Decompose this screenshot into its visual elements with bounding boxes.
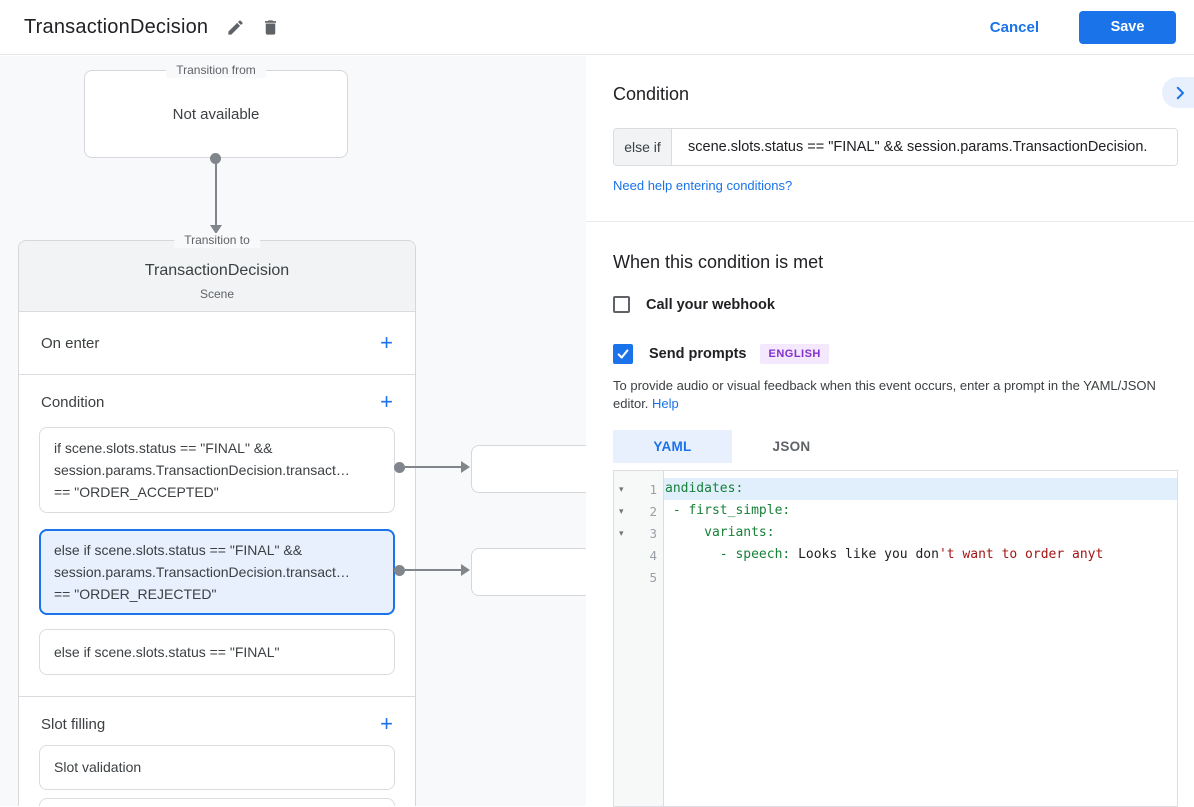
yaml-code-editor[interactable]: ▾ 1 ▾ 2 ▾ 3 4 5 andidates: - first_simple: … [613,470,1178,807]
arrowhead-right-icon [461,461,470,473]
help-link[interactable]: Help [652,395,679,411]
transition-to-legend: Transition to [174,233,260,248]
pencil-icon [226,18,245,37]
condition-section: Condition + if scene.slots.status == "FI… [19,375,415,697]
cancel-button[interactable]: Cancel [984,18,1045,37]
arrowhead-down-icon [210,225,222,234]
feedback-helper-text: To provide audio or visual feedback when… [613,377,1181,412]
yaml-key: variants: [665,525,775,540]
feedback-text: To provide audio or visual feedback when… [613,378,1156,411]
condition-card-final[interactable]: else if scene.slots.status == "FINAL" [39,629,395,675]
webhook-checkbox-row[interactable]: Call your webhook [613,296,775,313]
conditions-help-link[interactable]: Need help entering conditions? [613,178,793,193]
condition-line: else if scene.slots.status == "FINAL" && [54,542,303,558]
condition-card-rejected-selected[interactable]: else if scene.slots.status == "FINAL" &&… [39,529,395,615]
condition-section-label: Condition [41,393,105,411]
collapse-panel-button[interactable] [1162,77,1194,108]
transition-from-box[interactable]: Transition from Not available [84,63,348,158]
condition-line: if scene.slots.status == "FINAL" && [54,440,273,456]
webhook-label: Call your webhook [646,296,775,313]
scene-card: Transition to TransactionDecision Scene … [18,233,416,806]
on-enter-label: On enter [41,334,100,352]
condition-line: else if scene.slots.status == "FINAL" [54,644,280,660]
line-number: 5 [649,569,657,585]
condition-line: session.params.TransactionDecision.trans… [54,564,350,580]
connector-line-card1 [405,466,461,468]
send-prompts-checkbox-row[interactable]: Send prompts ENGLISH [613,344,829,364]
fold-arrow-icon[interactable]: ▾ [619,483,624,494]
yaml-string: 't want to order anyt [938,547,1104,562]
editor-gutter: ▾ 1 ▾ 2 ▾ 3 4 5 [614,471,664,806]
editor-tabs: YAML JSON [613,430,851,463]
on-enter-section: On enter + [19,312,415,375]
page-title: TransactionDecision [24,15,209,38]
line-number: 1 [649,481,657,497]
slot-filling-label: Slot filling [41,715,106,733]
line-number: 2 [649,503,657,519]
condition-line: == "ORDER_ACCEPTED" [54,484,219,500]
slot-card-partial[interactable] [39,798,395,806]
save-button[interactable]: Save [1079,10,1176,44]
flow-canvas: Transition from Not available Transition… [0,56,586,806]
add-on-enter-button[interactable]: + [380,330,393,355]
delete-scene-button[interactable] [257,14,284,41]
transition-from-content: Not available [172,105,260,123]
yaml-key: andidates: [665,481,744,496]
language-badge: ENGLISH [760,344,829,364]
connector-dot-card2[interactable] [394,565,405,576]
edit-scene-button[interactable] [222,14,249,41]
add-slot-button[interactable]: + [380,711,393,736]
tab-yaml[interactable]: YAML [613,430,732,463]
scene-header: TransactionDecision Scene [19,241,415,312]
fold-arrow-icon[interactable]: ▾ [619,527,624,538]
when-condition-met-title: When this condition is met [613,252,824,272]
code-line-2: - first_simple: [664,500,1177,522]
send-prompts-checkbox-checked[interactable] [613,344,633,364]
panel-title: Condition [613,84,690,104]
transition-from-legend: Transition from [166,63,266,78]
chevron-right-icon [1171,84,1189,102]
code-line-5 [664,566,1177,588]
trash-icon [261,18,280,37]
fold-arrow-icon[interactable]: ▾ [619,505,624,516]
yaml-key: - speech: [665,547,799,562]
code-line-4: - speech: Looks like you don't want to o… [664,544,1177,566]
connector-line-card2 [405,569,461,571]
add-condition-button[interactable]: + [380,389,393,414]
checkmark-icon [616,347,630,361]
code-line-3: variants: [664,522,1177,544]
yaml-value: Looks like you don [798,547,939,562]
condition-line: == "ORDER_REJECTED" [54,586,217,602]
condition-editor-panel: Condition else if Need help entering con… [586,56,1194,807]
code-line-1: andidates: [664,478,1177,500]
condition-expression-input[interactable] [672,129,1177,165]
slot-filling-section: Slot filling + Slot validation [19,697,415,806]
scene-name: TransactionDecision [144,262,290,279]
connector-dot-top[interactable] [210,153,221,164]
editor-code-area[interactable]: andidates: - first_simple: variants: - s… [664,471,1177,806]
line-number: 4 [649,547,657,563]
connector-dot-card1[interactable] [394,462,405,473]
send-prompts-label: Send prompts [649,346,747,362]
condition-input-group: else if [613,128,1178,166]
condition-prefix-label: else if [614,129,672,165]
scene-type-label: Scene [199,287,235,301]
line-number: 3 [649,525,657,541]
arrowhead-right-icon [461,564,470,576]
yaml-key: - first_simple: [665,503,791,518]
slot-validation-card[interactable]: Slot validation [39,745,395,790]
panel-divider [586,221,1194,222]
webhook-checkbox-unchecked[interactable] [613,296,630,313]
connector-line-vertical [215,163,217,225]
transition-target-box-1[interactable] [471,445,586,493]
top-bar: TransactionDecision Cancel Save [0,0,1194,55]
transition-target-box-2[interactable] [471,548,586,596]
condition-card-accepted[interactable]: if scene.slots.status == "FINAL" && sess… [39,427,395,513]
condition-line: session.params.TransactionDecision.trans… [54,462,350,478]
tab-json[interactable]: JSON [772,439,811,454]
